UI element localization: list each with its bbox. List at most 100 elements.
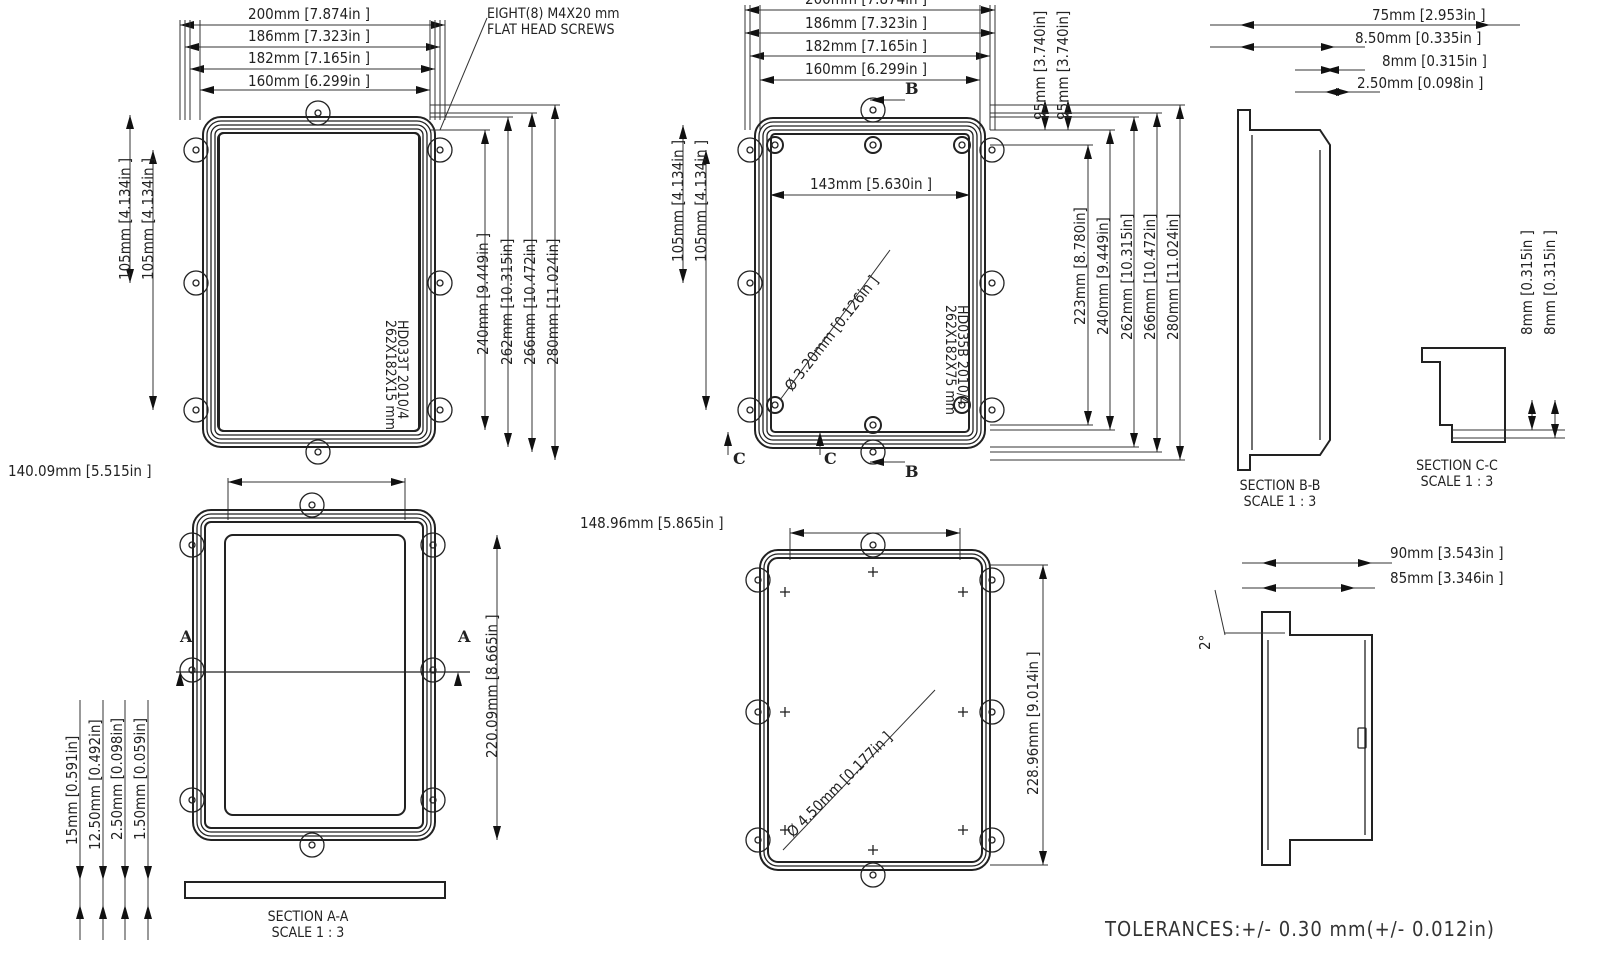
arrowhead bbox=[679, 125, 687, 139]
dim-v-105b: 105mm [4.134in ] bbox=[139, 158, 157, 280]
dim-2-50: 2.50mm [0.098in ] bbox=[1357, 74, 1483, 92]
arrowhead bbox=[493, 826, 501, 840]
screw-note-2: FLAT HEAD SCREWS bbox=[487, 22, 615, 38]
frame-outline bbox=[754, 117, 986, 449]
boss-hole bbox=[869, 141, 877, 149]
arrowhead bbox=[144, 905, 152, 919]
arrowhead bbox=[816, 432, 824, 446]
arrowhead bbox=[76, 866, 84, 880]
arrowhead bbox=[454, 672, 462, 686]
dim-182: 182mm [7.165in ] bbox=[248, 49, 370, 67]
mounting-tab bbox=[979, 137, 1005, 163]
frame-outline bbox=[206, 120, 432, 444]
arrowhead bbox=[416, 86, 430, 94]
dim-85: 85mm [3.346in ] bbox=[1390, 569, 1504, 587]
arrowhead bbox=[1240, 43, 1254, 51]
mounting-tab bbox=[737, 270, 763, 296]
arrowhead bbox=[99, 905, 107, 919]
arrowhead bbox=[391, 478, 405, 486]
arrowhead bbox=[504, 117, 512, 131]
dim-v-223: 223mm [8.780in] bbox=[1071, 207, 1089, 325]
arrowhead bbox=[528, 113, 536, 127]
dim-v-220-09: 220.09mm [8.665in ] bbox=[483, 614, 501, 758]
arrowhead bbox=[1262, 584, 1276, 592]
arrowhead bbox=[1321, 66, 1335, 74]
screw-hole bbox=[869, 871, 877, 879]
tolerances-note: TOLERANCES:+/- 0.30 mm(+/- 0.012in) bbox=[1104, 917, 1495, 941]
arrowhead bbox=[1321, 43, 1335, 51]
dim-186: 186mm [7.323in ] bbox=[248, 27, 370, 45]
arrowhead bbox=[121, 866, 129, 880]
mounting-tab bbox=[420, 787, 446, 813]
frame-outline bbox=[196, 513, 432, 837]
arrowhead bbox=[1130, 433, 1138, 447]
mounting-tab bbox=[183, 397, 209, 423]
screw-note-1: EIGHT(8) M4X20 mm bbox=[487, 6, 620, 22]
mounting-tab bbox=[183, 270, 209, 296]
mounting-tab bbox=[979, 827, 1005, 853]
arrowhead bbox=[1064, 100, 1072, 114]
boss-hole bbox=[958, 141, 966, 149]
dim-200: 200mm [7.874in ] bbox=[248, 5, 370, 23]
boss-hole bbox=[958, 401, 966, 409]
boss-hole bbox=[869, 421, 877, 429]
inner-panel bbox=[217, 132, 421, 432]
arrowhead bbox=[1106, 416, 1114, 430]
side-profile bbox=[1261, 611, 1373, 866]
dim-v-262: 262mm [10.315in] bbox=[1118, 214, 1136, 340]
mounting-tab bbox=[737, 137, 763, 163]
dim-90: 90mm [3.543in ] bbox=[1390, 544, 1504, 562]
arrowhead bbox=[1153, 113, 1161, 127]
arrowhead bbox=[1041, 116, 1049, 130]
top-middle-view: 200mm [7.874in ] 186mm [7.323in ] 182mm … bbox=[669, 0, 1182, 481]
dim-v-240: 240mm [9.449in] bbox=[1094, 217, 1112, 335]
screw-hole bbox=[869, 106, 877, 114]
dimension-line bbox=[439, 17, 488, 131]
mounting-tab bbox=[427, 137, 453, 163]
section-c-left: C bbox=[733, 449, 746, 468]
section-cc-scale: SCALE 1 : 3 bbox=[1421, 474, 1494, 490]
arrowhead bbox=[966, 76, 980, 84]
arrowhead bbox=[1336, 88, 1350, 96]
screw-hole bbox=[314, 109, 322, 117]
mounting-tab bbox=[305, 439, 331, 465]
arrowhead bbox=[1551, 424, 1559, 438]
section-a-right: A bbox=[457, 627, 471, 646]
dimension-line bbox=[782, 689, 936, 851]
frame-outline bbox=[762, 125, 978, 441]
arrowhead bbox=[770, 191, 784, 199]
dim-200: 200mm [7.874in ] bbox=[805, 0, 927, 8]
hole-diameter: Ø 3.20mm [0.126in ] bbox=[781, 272, 882, 394]
latch bbox=[1357, 727, 1367, 749]
dim-143: 143mm [5.630in ] bbox=[810, 175, 932, 193]
arrowhead bbox=[870, 96, 884, 104]
arrowhead bbox=[200, 86, 214, 94]
arrowhead bbox=[126, 115, 134, 129]
arrowhead bbox=[149, 150, 157, 164]
dim-75: 75mm [2.953in ] bbox=[1372, 6, 1486, 24]
part-label-1: HD033T 2010/4 bbox=[394, 320, 410, 419]
dim-8: 8mm [0.315in ] bbox=[1382, 52, 1487, 70]
arrowhead bbox=[981, 29, 995, 37]
dim-v-15: 15mm [0.591in] bbox=[63, 736, 81, 845]
arrowhead bbox=[185, 43, 199, 51]
arrowhead bbox=[1528, 416, 1536, 430]
screw-hole bbox=[192, 406, 200, 414]
screw-hole bbox=[314, 448, 322, 456]
screw-hole bbox=[869, 541, 877, 549]
dim-v-266: 266mm [10.472in] bbox=[1141, 214, 1159, 340]
draft-angle: 2° bbox=[1196, 635, 1214, 650]
dim-v-280: 280mm [11.024in] bbox=[1164, 214, 1182, 340]
arrowhead bbox=[1084, 411, 1092, 425]
section-aa-title: SECTION A-A bbox=[268, 909, 349, 925]
arrowhead bbox=[144, 866, 152, 880]
frame-outline bbox=[214, 128, 424, 436]
screw-hole bbox=[869, 448, 877, 456]
dimension-line bbox=[1214, 589, 1226, 636]
screw-hole bbox=[988, 146, 996, 154]
boss-hole bbox=[771, 141, 779, 149]
screw-hole bbox=[746, 279, 754, 287]
dim-182: 182mm [7.165in ] bbox=[805, 37, 927, 55]
arrowhead bbox=[702, 150, 710, 164]
